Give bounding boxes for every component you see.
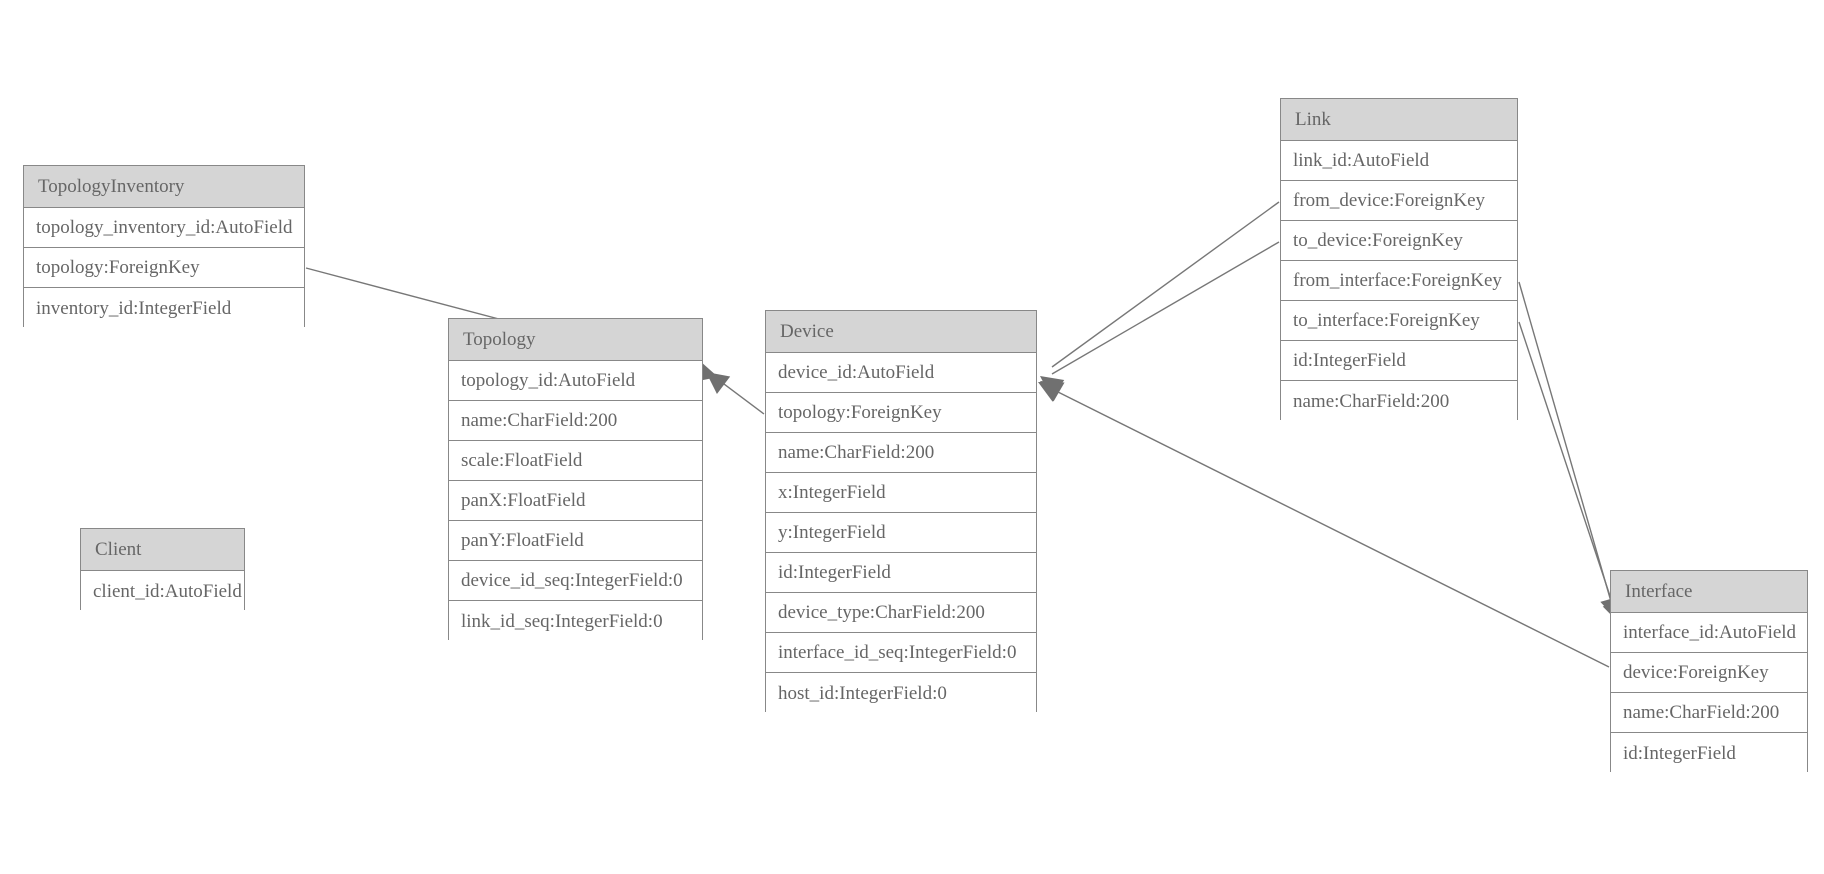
entity-attribute-row[interactable]: device:ForeignKey <box>1611 653 1807 693</box>
entity-attribute-row[interactable]: panX:FloatField <box>449 481 702 521</box>
relationship-line <box>1049 387 1610 668</box>
entity-attribute-row[interactable]: to_interface:ForeignKey <box>1281 301 1517 341</box>
relationship-arrowhead <box>706 372 731 395</box>
entity-attribute-row[interactable]: topology:ForeignKey <box>766 393 1036 433</box>
entity-attribute-row[interactable]: inventory_id:IntegerField <box>24 288 304 328</box>
entity-attribute-row[interactable]: panY:FloatField <box>449 521 702 561</box>
entity-title-interface: Interface <box>1611 571 1807 613</box>
entity-attribute-row[interactable]: y:IntegerField <box>766 513 1036 553</box>
entity-attribute-row[interactable]: interface_id_seq:IntegerField:0 <box>766 633 1036 673</box>
entity-title-device: Device <box>766 311 1036 353</box>
entity-title-client: Client <box>81 529 244 571</box>
relationship-arrowhead <box>1038 382 1063 402</box>
entity-attribute-row[interactable]: client_id:AutoField <box>81 571 244 611</box>
relationship-link-from-device <box>1040 201 1280 398</box>
relationship-line <box>1518 281 1613 606</box>
entity-attribute-row[interactable]: scale:FloatField <box>449 441 702 481</box>
entity-title-topologyinventory: TopologyInventory <box>24 166 304 208</box>
entity-attribute-row[interactable]: name:CharField:200 <box>1611 693 1807 733</box>
relationship-link-to-device <box>1040 241 1280 402</box>
entity-attribute-row[interactable]: name:CharField:200 <box>449 401 702 441</box>
entity-attribute-row[interactable]: name:CharField:200 <box>766 433 1036 473</box>
entity-title-topology: Topology <box>449 319 702 361</box>
relationship-arrowhead <box>1040 376 1065 398</box>
relationship-line <box>1518 321 1615 609</box>
entity-attribute-row[interactable]: id:IntegerField <box>766 553 1036 593</box>
relationship-line <box>1051 201 1280 368</box>
relationship-line <box>1051 241 1280 375</box>
entity-attribute-row[interactable]: name:CharField:200 <box>1281 381 1517 421</box>
entity-title-link: Link <box>1281 99 1517 141</box>
entity-attribute-row[interactable]: host_id:IntegerField:0 <box>766 673 1036 713</box>
entity-attribute-row[interactable]: device_id_seq:IntegerField:0 <box>449 561 702 601</box>
entity-attribute-row[interactable]: link_id:AutoField <box>1281 141 1517 181</box>
entity-attribute-row[interactable]: device_id:AutoField <box>766 353 1036 393</box>
entity-attribute-row[interactable]: interface_id:AutoField <box>1611 613 1807 653</box>
relationship-device-topology <box>706 372 765 415</box>
relationship-arrowhead <box>1040 381 1065 402</box>
relationship-line <box>715 377 765 415</box>
entity-attribute-row[interactable]: id:IntegerField <box>1281 341 1517 381</box>
entity-attribute-row[interactable]: x:IntegerField <box>766 473 1036 513</box>
entity-attribute-row[interactable]: id:IntegerField <box>1611 733 1807 773</box>
entity-attribute-row[interactable]: from_interface:ForeignKey <box>1281 261 1517 301</box>
entity-attribute-row[interactable]: topology:ForeignKey <box>24 248 304 288</box>
entity-attribute-row[interactable]: device_type:CharField:200 <box>766 593 1036 633</box>
entity-attribute-row[interactable]: to_device:ForeignKey <box>1281 221 1517 261</box>
entity-attribute-row[interactable]: topology_id:AutoField <box>449 361 702 401</box>
entity-attribute-row[interactable]: link_id_seq:IntegerField:0 <box>449 601 702 641</box>
entity-attribute-row[interactable]: topology_inventory_id:AutoField <box>24 208 304 248</box>
entity-attribute-row[interactable]: from_device:ForeignKey <box>1281 181 1517 221</box>
